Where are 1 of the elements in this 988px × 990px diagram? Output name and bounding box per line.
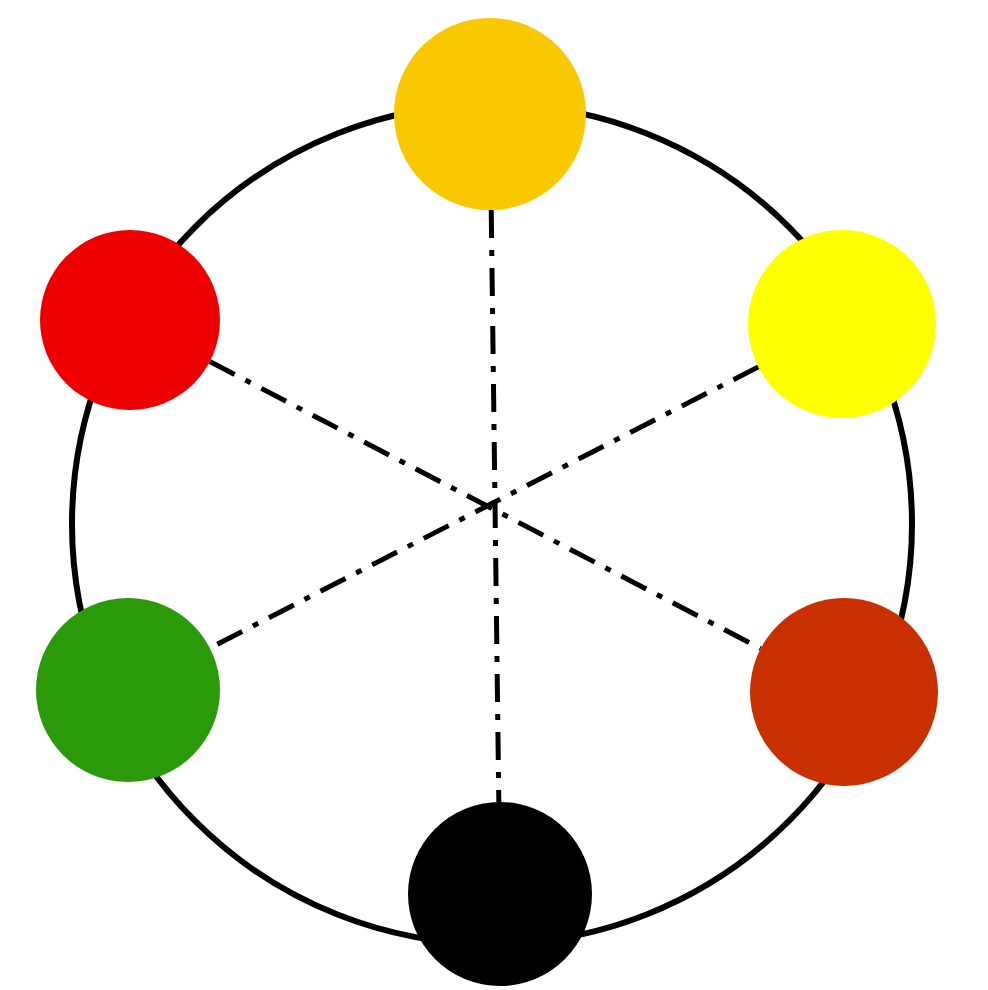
dash-dot-line <box>488 209 502 803</box>
